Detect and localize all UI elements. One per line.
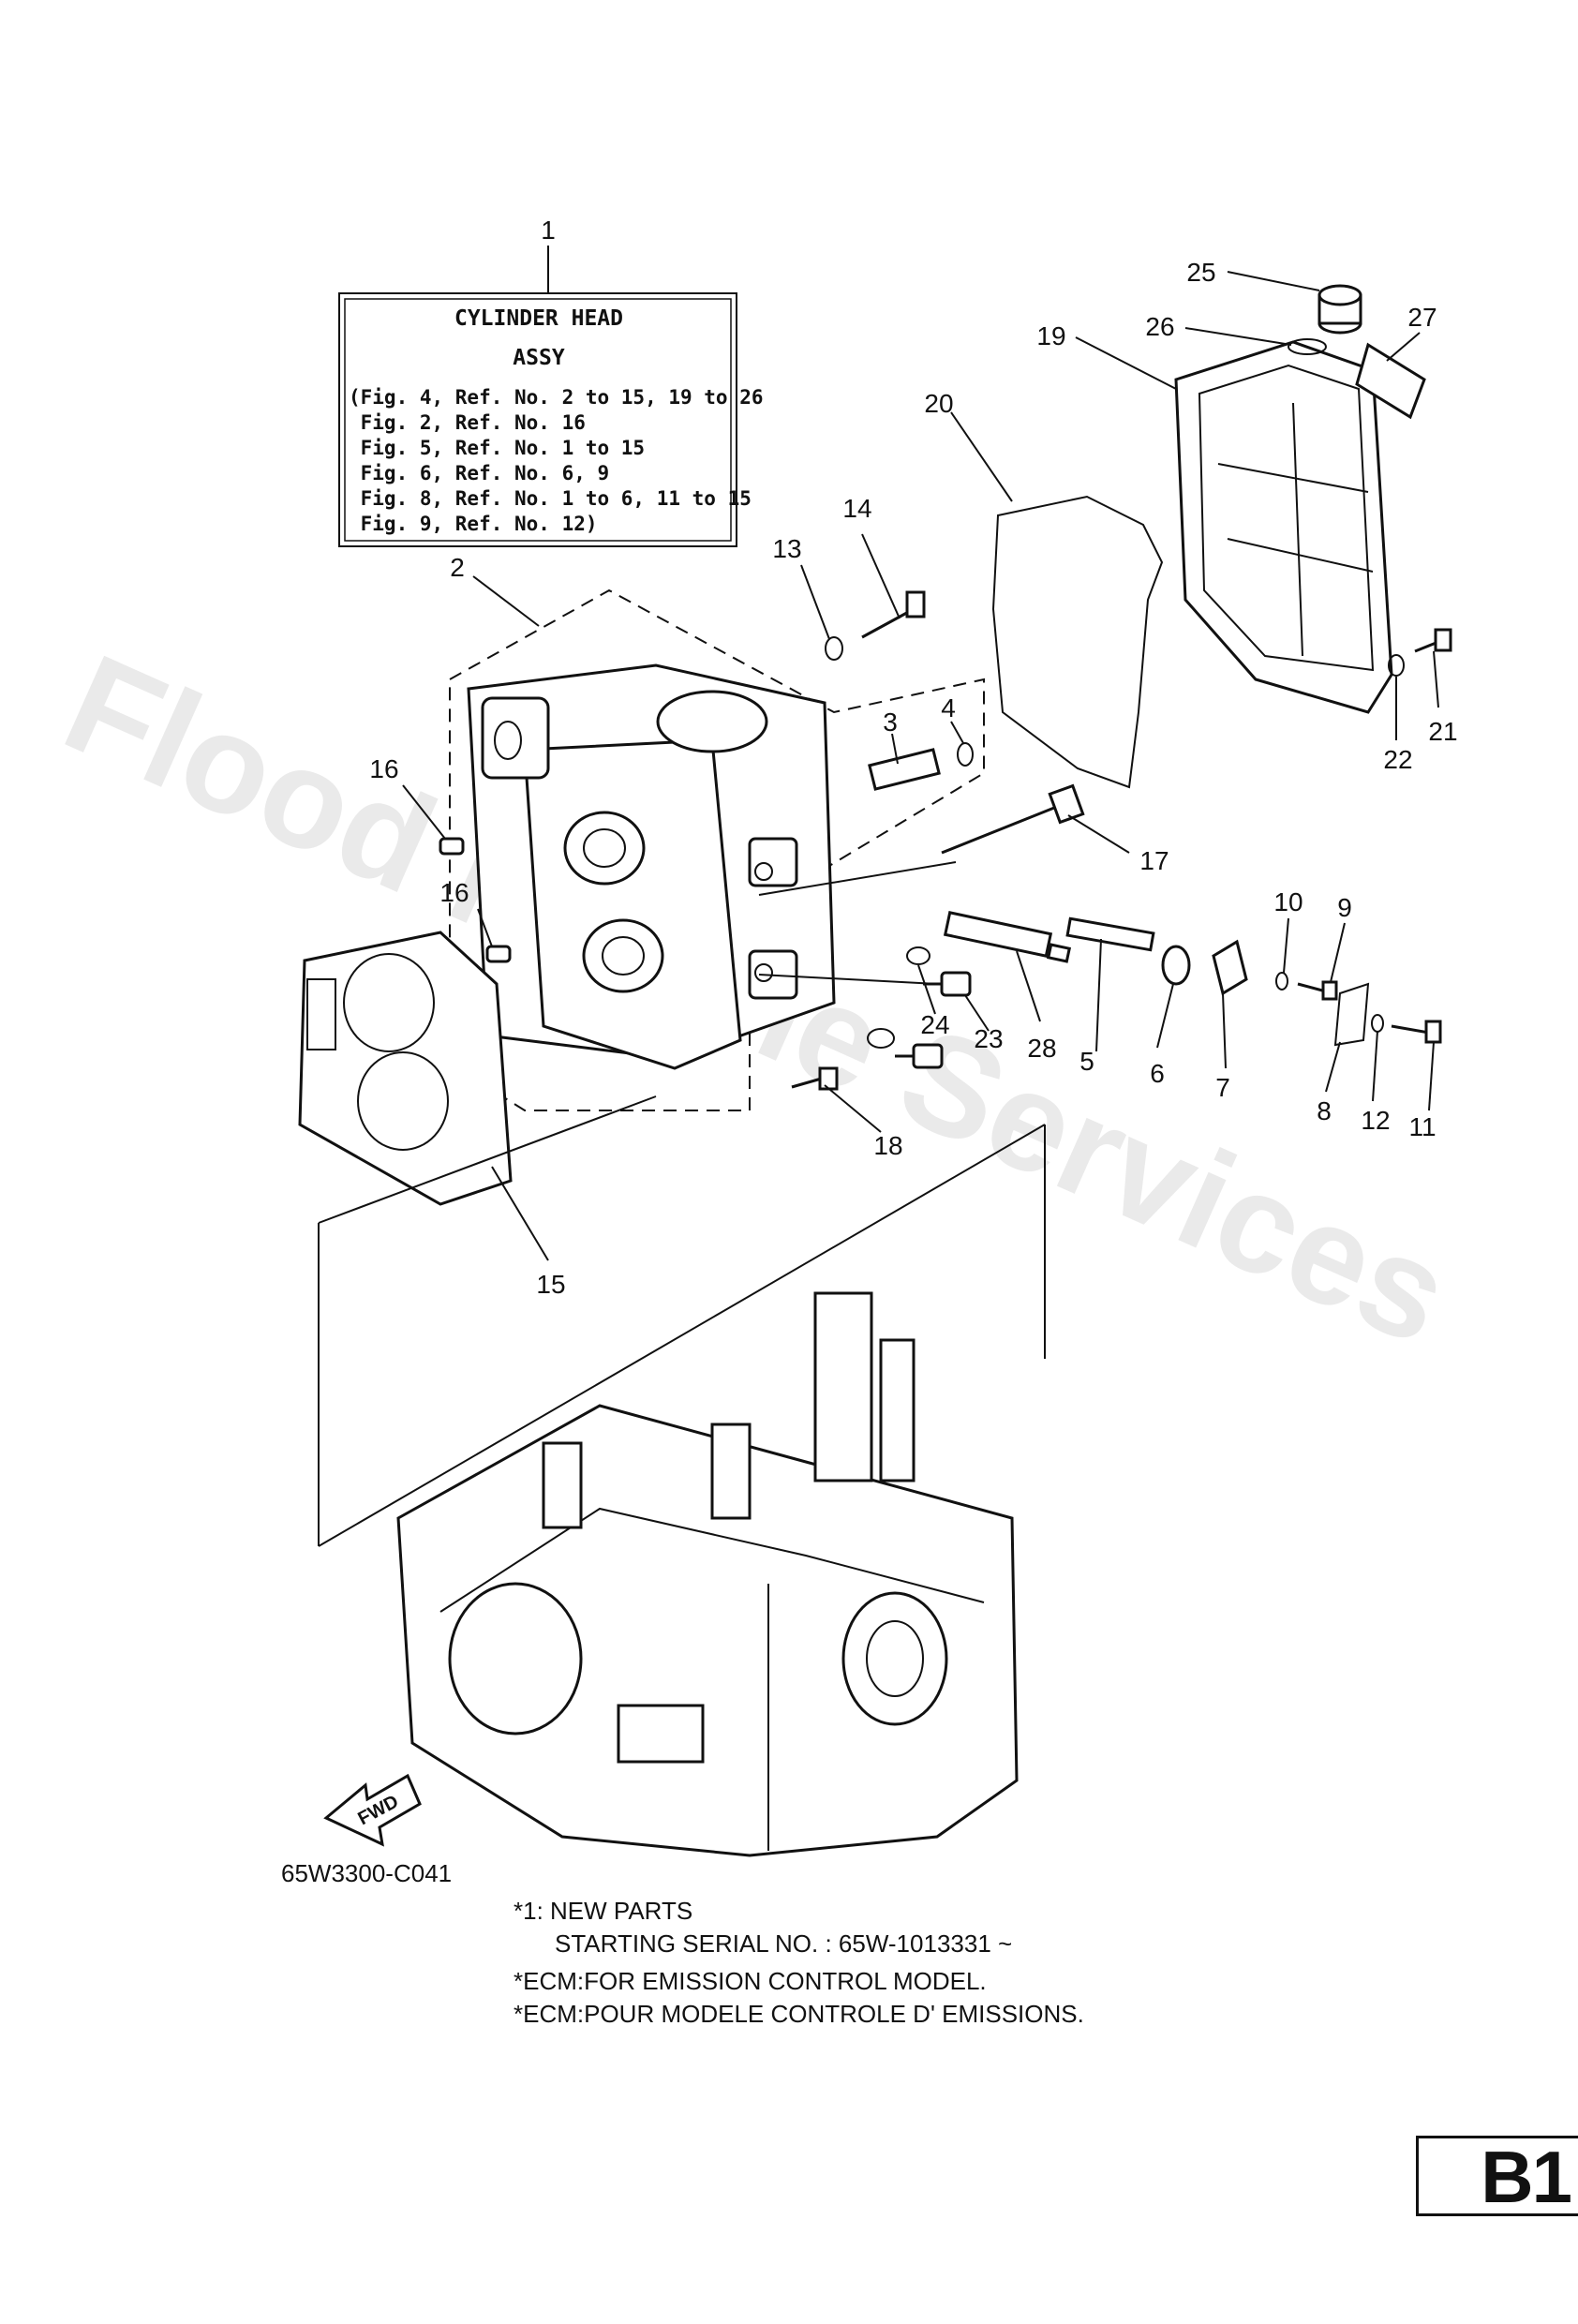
callout-23: 23 <box>974 1024 1003 1053</box>
bolt-18 <box>791 1066 839 1091</box>
callout-24: 24 <box>920 1010 949 1039</box>
assembly-ref-line: Fig. 9, Ref. No. 12) <box>349 513 598 535</box>
clip-4 <box>957 742 974 767</box>
rod-5 <box>1065 916 1155 952</box>
page-id-badge: B1 <box>1416 2136 1578 2218</box>
callout-15: 15 <box>536 1270 565 1299</box>
callout-13: 13 <box>772 534 801 563</box>
callout-8: 8 <box>1317 1096 1332 1125</box>
bolt-9 <box>1297 980 1338 1001</box>
washer-12 <box>1371 1014 1384 1033</box>
callout-5: 5 <box>1079 1047 1094 1076</box>
head-gasket <box>298 931 513 1206</box>
drawing-code: 65W3300-C041 <box>281 1859 452 1887</box>
callout-21: 21 <box>1428 717 1457 746</box>
callout-28: 28 <box>1027 1034 1056 1063</box>
grommet-6 <box>1161 945 1191 986</box>
note-line-4: *ECM:POUR MODELE CONTROLE D' EMISSIONS. <box>514 2000 1084 2028</box>
callout-9: 9 <box>1337 893 1352 922</box>
assembly-title-line2: ASSY <box>513 346 565 370</box>
callout-2: 2 <box>450 553 465 582</box>
callout-19: 19 <box>1036 321 1065 350</box>
callout-10: 10 <box>1273 887 1303 916</box>
callout-6: 6 <box>1150 1059 1165 1088</box>
collar-3 <box>868 748 941 791</box>
callout-20: 20 <box>924 389 953 418</box>
assembly-box: CYLINDER HEAD ASSY (Fig. 4, Ref. No. 2 t… <box>338 292 764 547</box>
washer-23 <box>906 946 930 965</box>
callout-25: 25 <box>1186 258 1215 287</box>
callout-3: 3 <box>883 708 898 737</box>
callout-16-lower: 16 <box>439 878 469 907</box>
washer-24 <box>867 1028 895 1049</box>
alignment-line <box>758 861 957 896</box>
page-id: B1 <box>1481 2136 1572 2218</box>
note-line-3: *ECM:FOR EMISSION CONTROL MODEL. <box>514 1967 987 1995</box>
assembly-ref-line: (Fig. 4, Ref. No. 2 to 15, 19 to 26 <box>349 386 764 409</box>
spark-plug <box>943 911 1072 963</box>
callout-14: 14 <box>842 494 871 523</box>
note-line-1: *1: NEW PARTS <box>514 1897 692 1925</box>
leader-lines <box>402 246 1439 1261</box>
cover-gasket <box>991 495 1164 789</box>
callout-22: 22 <box>1383 745 1412 774</box>
caution-label <box>1355 342 1426 420</box>
callout-18: 18 <box>873 1131 902 1160</box>
callout-1: 1 <box>541 216 556 245</box>
bolt-24 <box>895 1043 944 1069</box>
assembly-ref-line: Fig. 5, Ref. No. 1 to 15 <box>349 437 645 459</box>
dowel-pin <box>439 837 465 856</box>
alignment-line <box>758 974 938 985</box>
fwd-arrow-icon: FWD <box>323 1773 422 1847</box>
filler-cap <box>1317 284 1362 335</box>
alignment-line <box>318 1095 657 1224</box>
bracket-8 <box>1333 982 1370 1047</box>
callout-11: 11 <box>1408 1112 1436 1141</box>
head-cover <box>1174 340 1393 714</box>
o-ring <box>1288 338 1327 355</box>
bolt-14 <box>861 590 926 639</box>
alignment-line <box>318 1124 1046 1547</box>
bolt-11 <box>1391 1020 1442 1044</box>
callout-4: 4 <box>941 693 956 723</box>
callout-26: 26 <box>1145 312 1174 341</box>
note-line-2: STARTING SERIAL NO. : 65W-1013331 ~ <box>555 1929 1012 1958</box>
washer-22 <box>1388 654 1405 677</box>
callouts: 1 2 3 4 5 6 7 8 9 10 11 12 13 14 15 16 1… <box>369 216 1457 1299</box>
bolt-17 <box>941 783 1085 855</box>
cover-7 <box>1212 939 1248 996</box>
washer-13 <box>825 636 843 661</box>
assembly-title-line1: CYLINDER HEAD <box>454 306 623 331</box>
callout-16-upper: 16 <box>369 754 398 783</box>
assembly-ref-line: Fig. 2, Ref. No. 16 <box>349 411 586 434</box>
bolt-21 <box>1414 628 1452 653</box>
cylinder-block <box>396 1291 1019 1857</box>
assembly-ref-line: Fig. 8, Ref. No. 1 to 6, 11 to 15 <box>349 487 752 510</box>
callout-7: 7 <box>1215 1073 1230 1102</box>
callout-12: 12 <box>1361 1106 1390 1135</box>
callout-17: 17 <box>1139 846 1169 875</box>
cylinder-head <box>467 663 836 1070</box>
dowel-pin <box>485 945 512 963</box>
assembly-ref-line: Fig. 6, Ref. No. 6, 9 <box>349 462 609 484</box>
washer-10 <box>1275 972 1288 991</box>
callout-27: 27 <box>1407 303 1437 332</box>
